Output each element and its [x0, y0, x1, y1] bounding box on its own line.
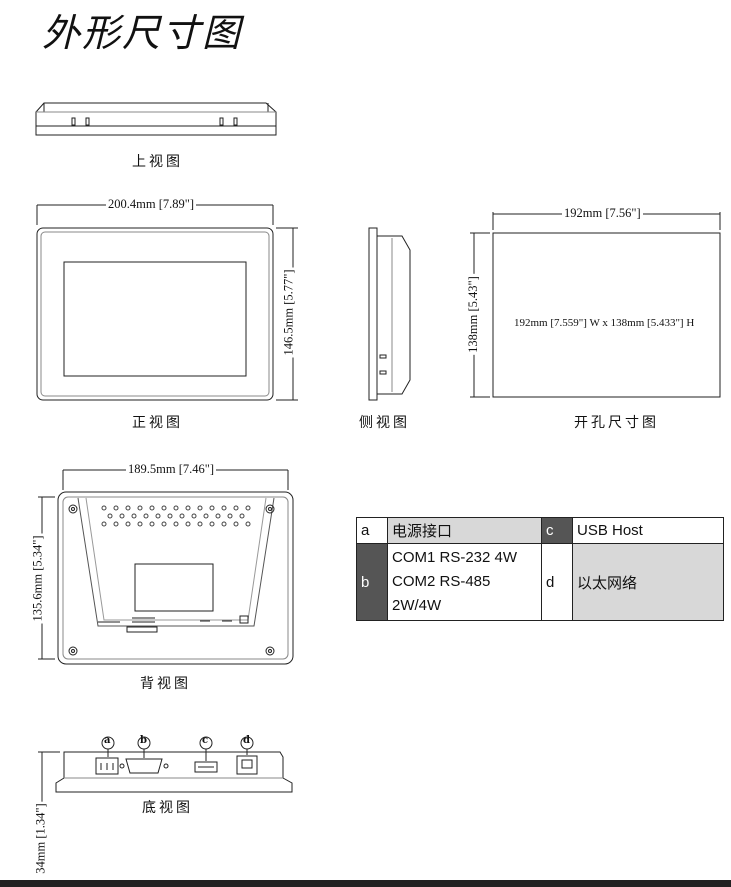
port-tag-d: d [541, 543, 573, 621]
port-marker-b: b [140, 735, 147, 746]
port-marker-d: d [243, 735, 250, 746]
page-title: 外形尺寸图 [42, 11, 243, 55]
port-tag-b: b [356, 543, 388, 621]
front-height-dim: 146.5mm [5.77"] [281, 267, 297, 358]
side-view-caption: 侧视图 [359, 415, 410, 431]
bottom-rule [0, 880, 731, 887]
ports-table: a 电源接口 c USB Host b COM1 RS-232 4W COM2 … [356, 517, 724, 621]
back-view-drawing [38, 469, 294, 665]
side-view-drawing [368, 227, 411, 401]
port-marker-c: c [202, 735, 209, 746]
bottom-view-drawing [38, 749, 293, 872]
port-desc-c: USB Host [572, 517, 724, 544]
front-view-drawing [36, 204, 298, 401]
port-desc-b-line: 2W/4W [392, 597, 442, 614]
table-row: a 电源接口 c USB Host [356, 517, 724, 544]
table-row: b COM1 RS-232 4W COM2 RS-485 2W/4W d 以太网… [356, 543, 724, 621]
top-view-caption: 上视图 [132, 154, 183, 170]
cutout-caption: 开孔尺寸图 [574, 415, 659, 431]
back-height-dim: 135.6mm [5.34"] [30, 533, 46, 624]
cutout-height-dim: 138mm [5.43"] [465, 274, 481, 355]
back-width-dim: 189.5mm [7.46"] [126, 462, 216, 477]
port-desc-a: 电源接口 [387, 517, 542, 544]
bottom-height-dim: 34mm [1.34"] [33, 801, 49, 876]
back-view-caption: 背视图 [140, 676, 191, 692]
port-desc-b-line: COM1 RS-232 4W [392, 549, 518, 566]
cutout-inner-text: 192mm [7.559"] W x 138mm [5.433"] H [514, 317, 695, 329]
bottom-view-caption: 底视图 [142, 800, 193, 816]
port-desc-b: COM1 RS-232 4W COM2 RS-485 2W/4W [387, 543, 542, 621]
port-desc-d: 以太网络 [572, 543, 724, 621]
port-tag-a: a [356, 517, 388, 544]
port-marker-a: a [104, 735, 111, 746]
cutout-drawing [470, 212, 721, 398]
port-tag-c: c [541, 517, 573, 544]
cutout-width-dim: 192mm [7.56"] [562, 206, 643, 221]
front-width-dim: 200.4mm [7.89"] [106, 197, 196, 212]
front-view-caption: 正视图 [132, 415, 183, 431]
port-desc-b-line: COM2 RS-485 [392, 573, 491, 590]
top-view-drawing [35, 102, 277, 136]
